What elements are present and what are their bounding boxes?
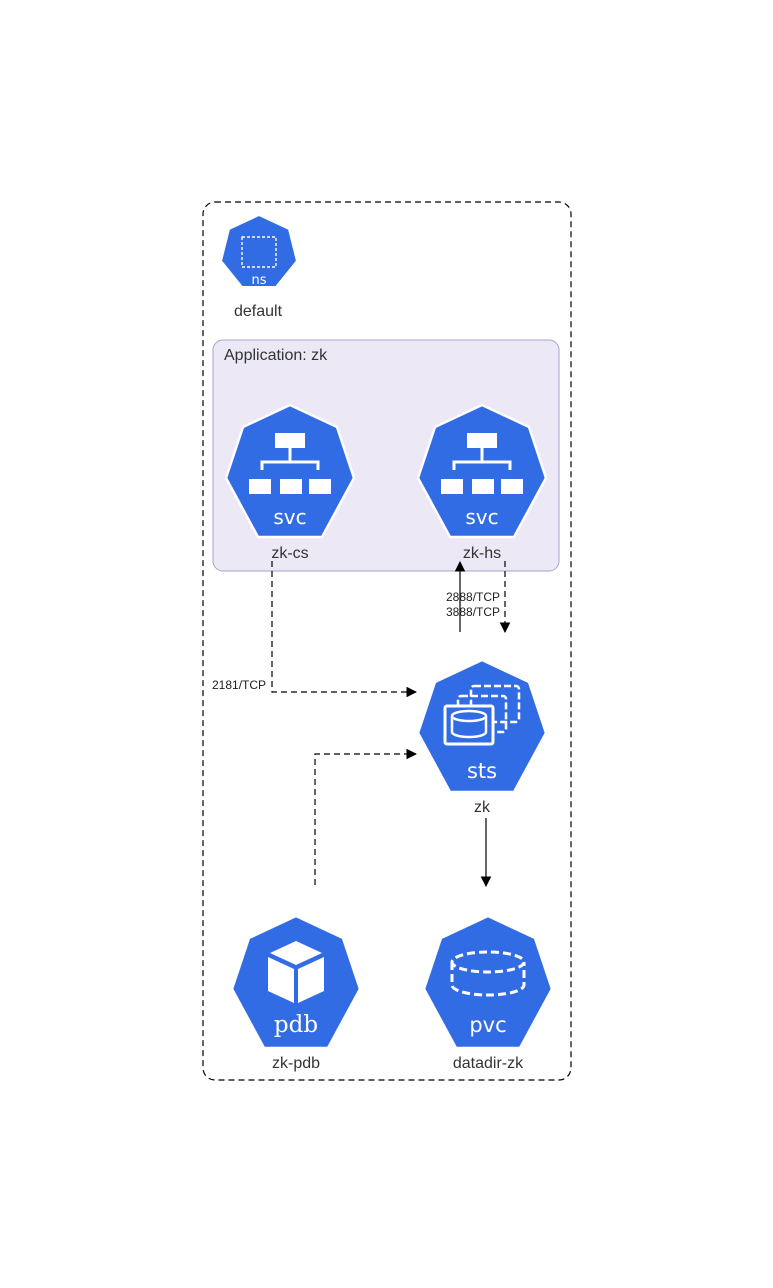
edge-hs-sts-label-1: 2888/TCP [446, 590, 500, 604]
pvc-icon[interactable]: pvc [422, 914, 554, 1050]
zk-sts-badge: sts [467, 759, 497, 783]
edge-cs-to-sts [271, 561, 418, 698]
svc-icon[interactable]: svc [224, 403, 356, 539]
edge-pdb-to-sts [314, 748, 418, 885]
svc-icon[interactable]: svc [416, 403, 548, 539]
edge-cs-to-sts-label: 2181/TCP [212, 678, 266, 692]
zk-hs-label: zk-hs [463, 545, 501, 562]
zk-pdb-badge: pdb [274, 1012, 318, 1038]
pdb-icon[interactable]: pdb [230, 914, 362, 1050]
zk-hs-badge: svc [465, 505, 498, 529]
application-cluster-label: Application: zk [224, 347, 328, 364]
zk-cs-label: zk-cs [271, 545, 308, 562]
ns-badge: ns [251, 273, 266, 288]
datadir-pvc-badge: pvc [469, 1013, 506, 1037]
edge-hs-sts-label-2: 3888/TCP [446, 605, 500, 619]
namespace-cluster [202, 201, 572, 1081]
zk-cs-badge: svc [273, 505, 306, 529]
zk-pdb-label: zk-pdb [272, 1055, 320, 1072]
sts-icon[interactable]: sts [416, 658, 548, 794]
ns-label: default [234, 303, 283, 320]
ns-icon[interactable]: ns [219, 213, 299, 288]
datadir-pvc-label: datadir-zk [453, 1055, 524, 1072]
zk-sts-label: zk [474, 799, 491, 816]
